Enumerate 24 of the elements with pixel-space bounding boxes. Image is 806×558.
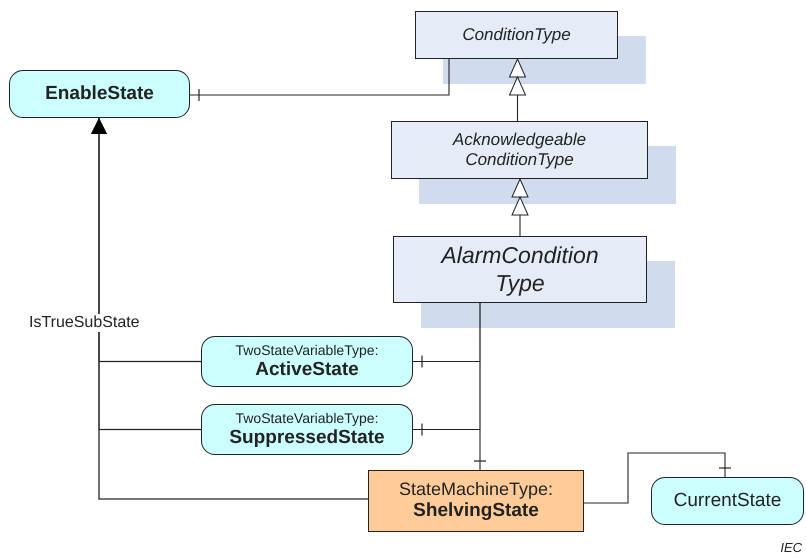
node-text: TwoStateVariableType: (236, 410, 378, 426)
node-text: SuppressedState (229, 426, 385, 450)
state-box (201, 336, 413, 387)
state-box (651, 477, 804, 525)
state-box (201, 404, 413, 455)
node-text: EnableState (45, 82, 154, 106)
state-box (368, 470, 584, 532)
connector-line (584, 452, 732, 504)
node-text: TwoStateVariableType: (236, 342, 378, 358)
state-box (9, 70, 190, 118)
connector-line (91, 118, 368, 500)
node-text: ConditionType (462, 24, 571, 46)
node-text: ActiveState (255, 358, 359, 382)
node-text: Acknowledgeable ConditionType (451, 130, 588, 170)
edge-label: IsTrueSubState (28, 314, 141, 332)
node-text: CurrentState (674, 490, 782, 512)
node-text: AlarmCondition Type (441, 242, 599, 298)
node-text: ShelvingState (413, 500, 539, 524)
connector-line (512, 178, 528, 236)
connector-line (190, 59, 450, 102)
connector-line (473, 303, 487, 470)
connector-line (509, 58, 526, 121)
node-text: StateMachineType: (398, 478, 554, 500)
note-text: IEC (780, 540, 802, 555)
